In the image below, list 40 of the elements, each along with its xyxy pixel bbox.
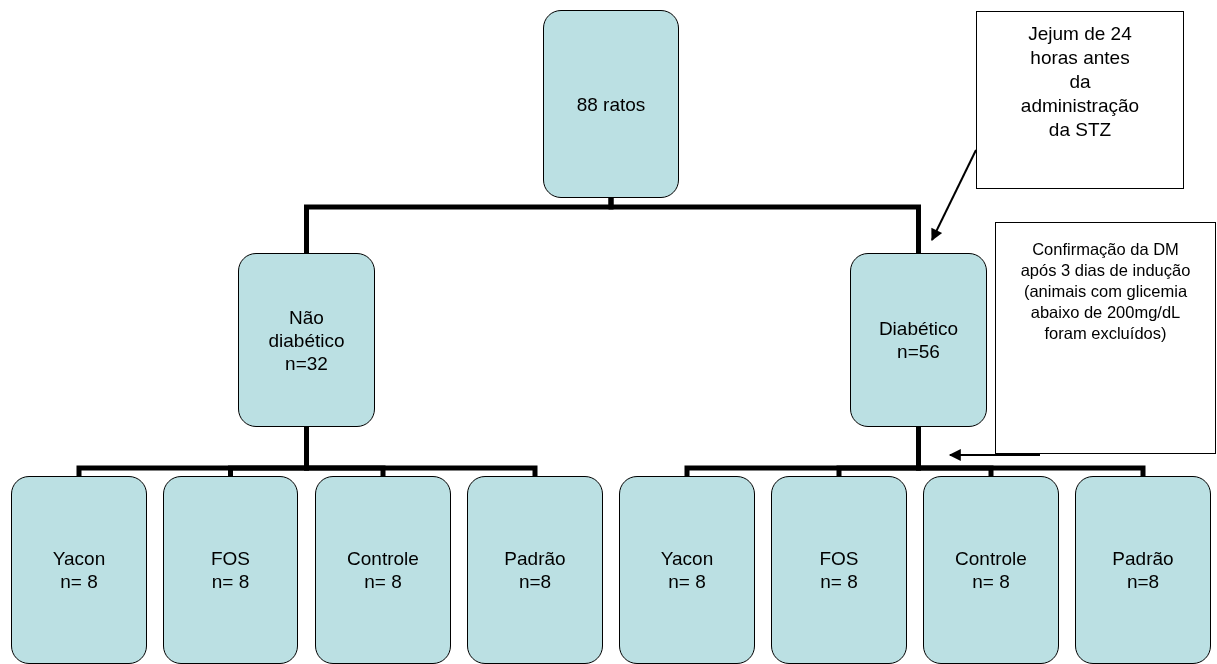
arrow — [948, 449, 1041, 461]
group-box — [923, 476, 1059, 664]
group-label: FOS — [819, 547, 859, 570]
group-label: FOS — [210, 547, 251, 570]
group-box — [11, 476, 147, 664]
group-label: n= 8 — [820, 570, 858, 593]
group-box — [163, 476, 298, 664]
group-box — [850, 253, 987, 427]
group-box — [315, 476, 451, 664]
group-label: Controle — [347, 547, 419, 570]
group-label: n= 8 — [972, 570, 1010, 593]
group-label: n= 8 — [364, 570, 402, 593]
group-label: 88 ratos — [576, 92, 646, 116]
group-label: Yacon — [52, 547, 106, 570]
group-label: n=8 — [1126, 570, 1160, 593]
connector-line — [608, 198, 921, 253]
connector-line — [304, 427, 538, 476]
group-label: n=32 — [285, 351, 328, 375]
group-label: n= 8 — [60, 570, 98, 593]
note-box — [995, 222, 1216, 454]
group-box — [467, 476, 603, 664]
group-label: Padrão — [1112, 547, 1174, 570]
group-label: n=8 — [518, 570, 552, 593]
group-box — [543, 10, 679, 198]
group-box — [619, 476, 755, 664]
group-label: Diabético — [878, 317, 959, 340]
arrow — [931, 149, 977, 242]
group-box — [1075, 476, 1211, 664]
group-label: n= 8 — [668, 570, 706, 593]
note-box — [976, 11, 1184, 189]
connector-line — [916, 427, 1146, 476]
group-box — [771, 476, 907, 664]
group-box — [238, 253, 375, 427]
group-label: n= 8 — [211, 570, 250, 593]
note-text: Confirmação da DM após 3 dias de indução (animais com glicemia abaixo de 200mg/dL foram excluídos) — [1019, 239, 1192, 344]
group-label: Controle — [955, 547, 1027, 570]
group-label: n=56 — [897, 340, 940, 363]
group-label: Padrão — [504, 547, 566, 570]
group-label: Yacon — [660, 547, 714, 570]
note-text: Jejum de 24 horas antes da administração da STZ — [1019, 22, 1141, 142]
